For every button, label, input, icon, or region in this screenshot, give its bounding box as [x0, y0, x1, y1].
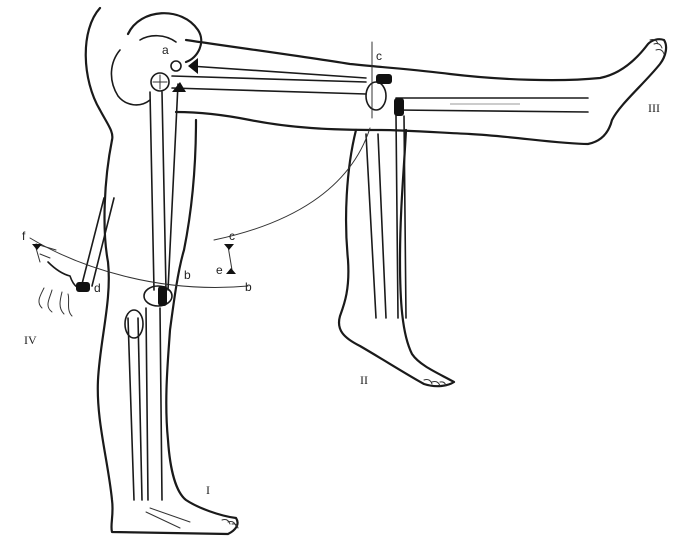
- leg-III-raised: [172, 39, 666, 144]
- label-b-lower: b: [245, 280, 252, 294]
- leg-IV-partial: [36, 198, 114, 316]
- label-a: a: [162, 43, 169, 57]
- label-leg-I: I: [206, 483, 210, 497]
- dimension-markers: [32, 244, 236, 274]
- label-leg-IV: IV: [24, 333, 37, 347]
- label-leg-II: II: [360, 373, 368, 387]
- label-e: e: [216, 263, 223, 277]
- label-f: f: [22, 229, 26, 243]
- label-leg-III: III: [648, 101, 660, 115]
- label-c-upper: c: [376, 49, 382, 63]
- contact-pads: [76, 74, 404, 306]
- label-b-upper: b: [184, 268, 191, 282]
- label-c-lower: c: [229, 229, 235, 243]
- torso-outline: [86, 8, 201, 140]
- label-d: d: [94, 281, 101, 295]
- leg-I-standing: [98, 92, 238, 534]
- leg-II-hanging: [339, 116, 454, 386]
